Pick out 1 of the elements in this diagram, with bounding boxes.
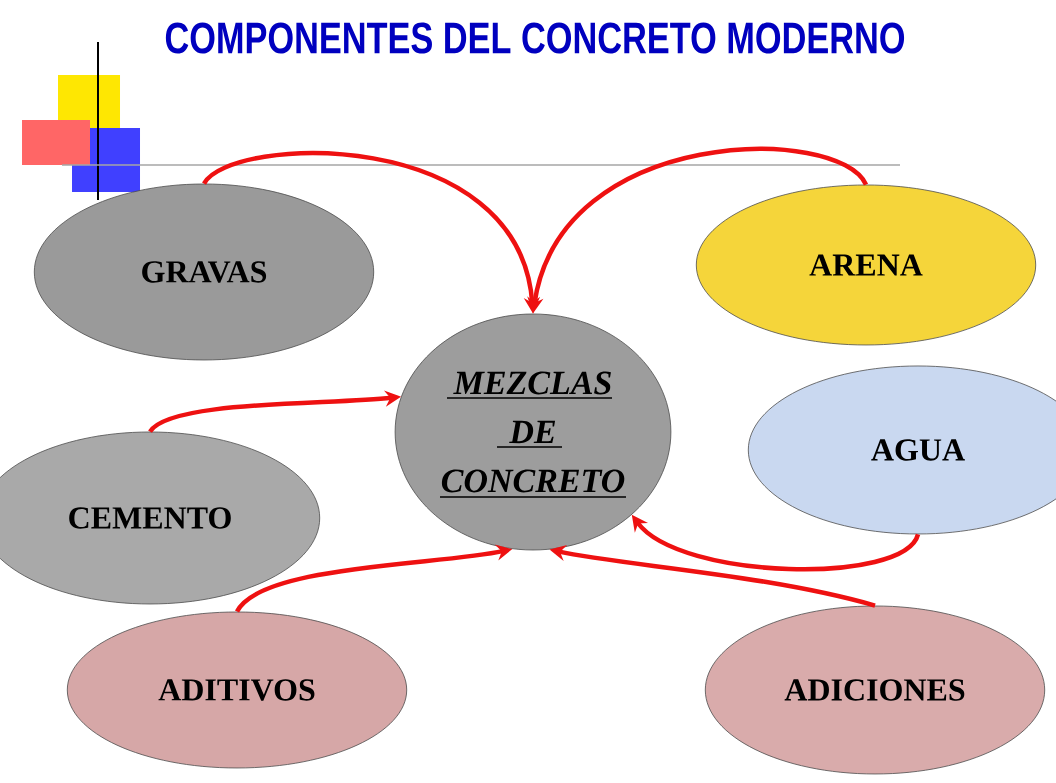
title: COMPONENTES DEL CONCRETO MODERNO — [165, 22, 905, 54]
